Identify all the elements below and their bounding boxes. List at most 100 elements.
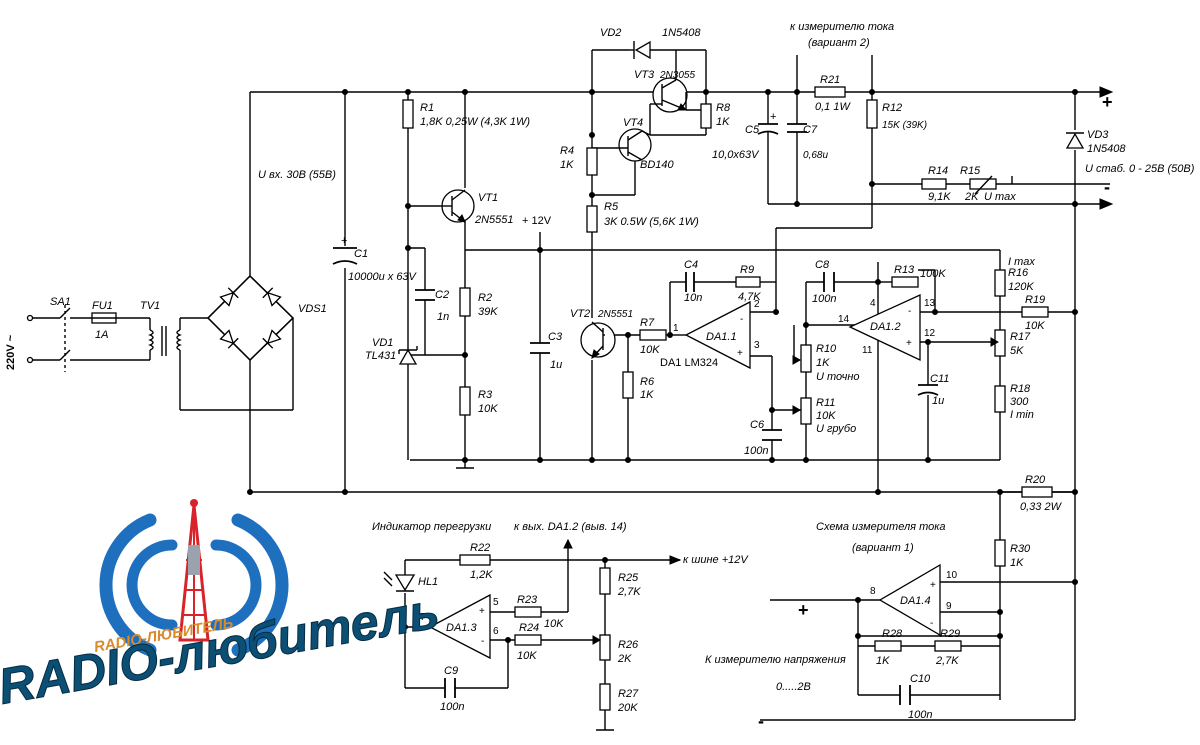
c2-value: 1n [437, 311, 449, 323]
wave-left-inner [126, 539, 178, 631]
meter-minus: - [758, 711, 764, 731]
hl1-ref: HL1 [418, 576, 438, 588]
c5-ref: C5 [745, 124, 760, 136]
r4-resistor: R4 1K [560, 145, 598, 176]
vt3-ref: VT3 [634, 69, 655, 81]
r29-ref: R29 [940, 628, 960, 640]
vt4-value: BD140 [640, 159, 675, 171]
r10-potentiometer: R10 1K U точно [792, 343, 860, 383]
ustab-label: U стаб. 0 - 25В (50В) [1085, 163, 1195, 175]
r5-ref: R5 [604, 201, 619, 213]
c8-value: 100n [812, 293, 836, 305]
r18-ref: R18 [1010, 383, 1031, 395]
r21-resistor: R21 0,1 1W [814, 74, 851, 113]
r7-ref: R7 [640, 317, 655, 329]
r6-resistor: R6 1K [622, 371, 655, 401]
r9-ref: R9 [740, 264, 754, 276]
r21-ref: R21 [820, 74, 840, 86]
r23-value: 10K [544, 618, 564, 630]
bus12-label: к шине +12V [683, 554, 749, 566]
voltmeter-label: К измерителю напряжения [705, 654, 846, 666]
r2-resistor: R2 39K [459, 287, 498, 318]
r10-label: U точно [816, 371, 860, 383]
r13-value: 100K [920, 268, 946, 280]
r26-potentiometer: R26 2K [592, 634, 639, 665]
r29-value: 2,7K [935, 655, 959, 667]
vd2-diode: VD2 1N5408 [600, 27, 701, 60]
r21-value: 0,1 1W [815, 101, 851, 113]
r16-ref: R16 [1008, 267, 1029, 279]
r16-value: 120K [1008, 281, 1034, 293]
wave-right-inner [210, 539, 262, 631]
r6-ref: R6 [640, 376, 655, 388]
c3-value: 1u [550, 359, 562, 371]
tv1-transformer: TV1 [140, 300, 182, 360]
svg-text:+: + [906, 338, 912, 349]
r12-ref: R12 [882, 102, 902, 114]
c4-capacitor: C4 10n [684, 259, 702, 304]
r11-label: U грубо [816, 423, 856, 435]
r4-ref: R4 [560, 145, 574, 157]
svg-text:-: - [481, 636, 484, 647]
svg-text:6: 6 [493, 626, 499, 637]
svg-text:+: + [737, 348, 743, 359]
meter-title-line2: (вариант 1) [852, 542, 914, 554]
c10-capacitor: C10 100n [899, 673, 932, 721]
r22-ref: R22 [470, 542, 490, 554]
r11-value: 10K [816, 410, 836, 422]
c7-value: 0,68u [803, 150, 828, 161]
r5-resistor: R5 3K 0.5W (5,6K 1W) [586, 201, 699, 233]
r12-value: 15K (39K) [882, 120, 927, 131]
r4-value: 1K [560, 159, 574, 171]
vd1-reference: VD1 TL431 [365, 337, 418, 365]
vt2-ref: VT2 [570, 308, 590, 320]
svg-text:13: 13 [924, 298, 936, 309]
r1-resistor: R1 1,8K 0,25W (4,3K 1W) [402, 99, 530, 129]
da14-ref: DA1.4 [900, 595, 931, 607]
vt1-ref: VT1 [478, 192, 498, 204]
junction-dots [247, 89, 1078, 643]
ground-symbol [456, 460, 474, 469]
r5-value: 3K 0.5W (5,6K 1W) [604, 216, 699, 228]
c2-ref: C2 [435, 289, 449, 301]
c11-value: 1u [932, 395, 944, 407]
r16-label: I max [1008, 256, 1035, 268]
c8-capacitor: C8 100n [812, 259, 836, 305]
c9-value: 100n [440, 701, 464, 713]
fu1-fuse: FU1 1A [91, 300, 117, 341]
c6-value: 100n [744, 445, 768, 457]
r1-value: 1,8K 0,25W (4,3K 1W) [420, 116, 530, 128]
main-wires [30, 49, 1110, 730]
output-plus: + [1102, 92, 1113, 112]
r22-resistor: R22 1,2K [459, 542, 493, 581]
c8-ref: C8 [815, 259, 830, 271]
r2-value: 39K [478, 306, 498, 318]
c10-ref: C10 [910, 673, 931, 685]
r30-ref: R30 [1010, 543, 1031, 555]
meter-top-line1: к измерителю тока [790, 21, 894, 33]
r9-value: 4,7K [738, 291, 761, 303]
r19-value: 10K [1025, 320, 1045, 332]
r17-potentiometer: R17 5K [990, 329, 1031, 357]
c3-ref: C3 [548, 331, 563, 343]
range-label: 0.....2В [776, 681, 811, 693]
r28-potentiometer: R28 1K [874, 628, 903, 667]
r23-ref: R23 [517, 594, 538, 606]
r26-value: 2K [617, 653, 632, 665]
r23-resistor: R23 10K [514, 594, 564, 630]
r18-resistor: R18 300 I min [994, 383, 1034, 421]
r14-resistor: R14 9,1K [921, 165, 951, 203]
overload-title: Индикатор перегрузки [372, 521, 491, 533]
da14-opamp: + - DA1.4 8 10 9 [858, 563, 958, 637]
c11-capacitor: C11 1u [917, 373, 949, 407]
vd1-ref: VD1 [372, 337, 393, 349]
c1-capacitor: C1 + 10000u x 63V [332, 235, 418, 283]
tower-icon [178, 499, 210, 642]
da12-out-label: к вых. DA1.2 (выв. 14) [514, 521, 627, 533]
vt1-value: 2N5551 [474, 214, 514, 226]
r8-value: 1K [716, 116, 730, 128]
r26-ref: R26 [618, 639, 639, 651]
r20-resistor: R20 0,33 2W [1020, 474, 1063, 513]
output-minus: - [1104, 177, 1110, 197]
c1-value: 10000u x 63V [348, 271, 418, 283]
